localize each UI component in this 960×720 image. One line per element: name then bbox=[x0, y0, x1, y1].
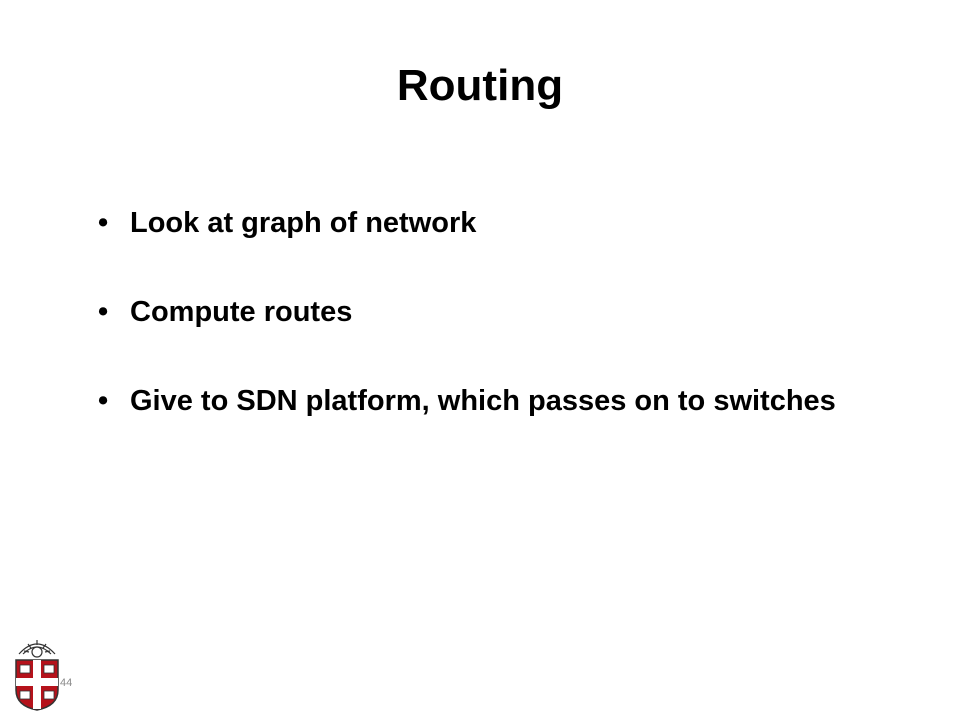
bullet-item: • Give to SDN platform, which passes on … bbox=[98, 383, 878, 420]
bullet-item: • Compute routes bbox=[98, 294, 878, 331]
bullet-text: Look at graph of network bbox=[130, 207, 477, 239]
bullet-text: Compute routes bbox=[130, 296, 353, 328]
page-number: 44 bbox=[60, 677, 73, 689]
bullet-list: • Look at graph of network • Compute rou… bbox=[98, 205, 878, 472]
bullet-dot-icon: • bbox=[98, 207, 109, 239]
bullet-dot-icon: • bbox=[98, 385, 109, 417]
bullet-item: • Look at graph of network bbox=[98, 205, 878, 242]
slide-title: Routing bbox=[396, 61, 564, 110]
bullet-text: Give to SDN platform, which passes on to… bbox=[130, 385, 836, 417]
bullet-dot-icon: • bbox=[98, 296, 109, 328]
university-crest-icon bbox=[13, 632, 61, 712]
